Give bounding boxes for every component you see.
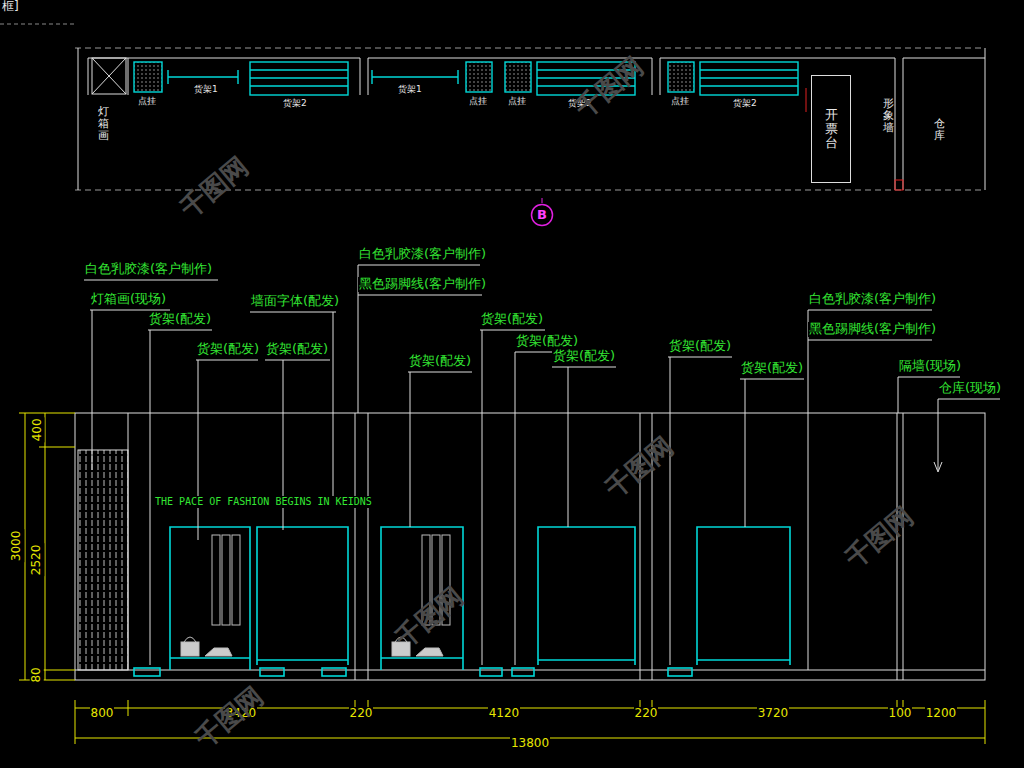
dimension-text: 80 (30, 666, 44, 683)
callout-text: 仓库(现场) (938, 381, 1002, 396)
callout-text: 白色乳胶漆(客户制作) (84, 262, 213, 277)
counter-label: 开票台 (825, 108, 838, 151)
plan-label: 灯箱画 (98, 106, 109, 142)
dimension-text: 220 (349, 707, 374, 721)
plan-label: 点挂 (138, 96, 156, 106)
plan-label: 形象墙 (883, 98, 894, 134)
elevation-view (75, 413, 985, 680)
callout-text: 黑色踢脚线(客户制作) (358, 277, 487, 292)
callout-text: 货架(配发) (740, 361, 804, 376)
dimension-text: 400 (30, 418, 44, 443)
plan-label: 点挂 (508, 96, 526, 106)
dimension-text: 100 (888, 707, 913, 721)
callout-text: 货架(配发) (265, 342, 329, 357)
dimension-text: 800 (90, 707, 115, 721)
wall-lettering: THE PACE OF FASHION BEGINS IN KEIDNS (155, 496, 372, 508)
plan-label: 货架1 (398, 84, 422, 94)
plan-label: 仓库 (934, 118, 945, 142)
watermark: 千图网 (570, 52, 649, 125)
plan-label: 货架2 (733, 98, 757, 108)
dimension-text: 1200 (925, 707, 958, 721)
dimension-text: 220 (634, 707, 659, 721)
counter-box: 开票台 (811, 75, 851, 183)
watermark: 千图网 (175, 152, 254, 225)
watermark: 千图网 (840, 502, 919, 575)
dimension-text: 4120 (488, 707, 521, 721)
dimension-lines (19, 413, 985, 744)
plan-view (0, 24, 985, 190)
plan-label: 货架1 (194, 84, 218, 94)
plan-label: 货架2 (283, 98, 307, 108)
dimension-text: 13800 (510, 737, 550, 751)
marker-letter: B (537, 208, 547, 222)
callout-text: 黑色踢脚线(客户制作) (808, 322, 937, 337)
plan-label: 点挂 (469, 96, 487, 106)
callout-text: 货架(配发) (668, 339, 732, 354)
callout-text: 隔墙(现场) (898, 359, 962, 374)
section-marker-line (542, 198, 543, 203)
dimension-text: 3000 (10, 530, 24, 563)
dimension-text: 3720 (757, 707, 790, 721)
callout-text: 墙面字体(配发) (250, 294, 340, 309)
callout-text: 货架(配发) (408, 354, 472, 369)
callout-text: 货架(配发) (148, 312, 212, 327)
callout-text: 白色乳胶漆(客户制作) (358, 247, 487, 262)
plan-label: 框] (2, 0, 19, 14)
callout-text: 货架(配发) (552, 349, 616, 364)
callout-text: 灯箱画(现场) (90, 292, 167, 307)
callout-text: 白色乳胶漆(客户制作) (808, 292, 937, 307)
leader-lines (84, 265, 1000, 670)
plan-label: 点挂 (671, 96, 689, 106)
dimension-text: 2520 (30, 544, 44, 577)
callout-text: 货架(配发) (196, 342, 260, 357)
section-marker: B (530, 203, 554, 227)
callout-text: 货架(配发) (480, 312, 544, 327)
callout-text: 货架(配发) (515, 334, 579, 349)
